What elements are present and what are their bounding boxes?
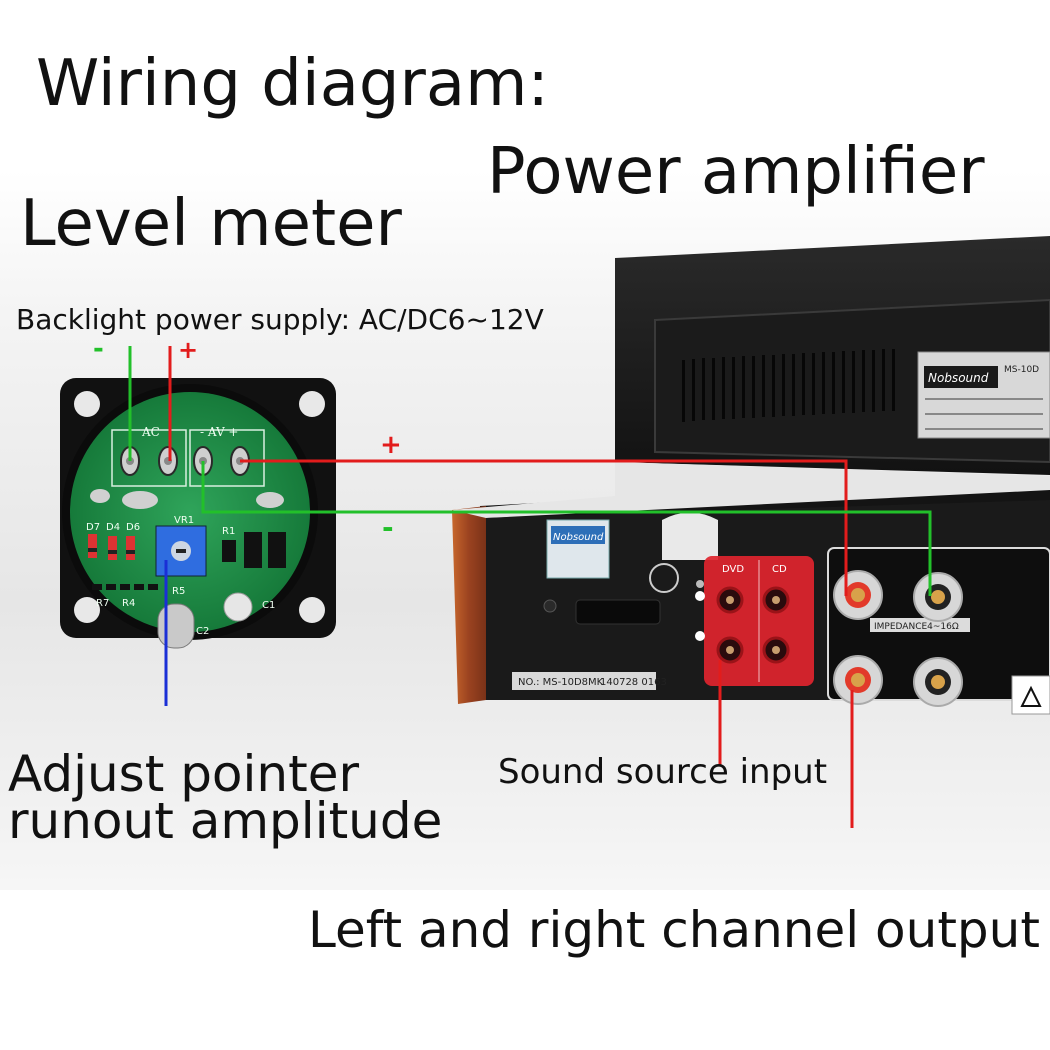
channel-output-label: Left and right channel output <box>308 901 1040 959</box>
svg-text:C1: C1 <box>262 600 275 611</box>
backlight-label: Backlight power supply: AC/DC6~12V <box>16 303 544 336</box>
amplifier-heading: Power amplifier <box>487 135 985 209</box>
svg-text:Nobsound: Nobsound <box>553 532 604 543</box>
svg-text:DVD: DVD <box>722 564 744 575</box>
model-text: MS-10D <box>1004 365 1039 375</box>
svg-text:D6: D6 <box>126 522 140 533</box>
svg-text:R5: R5 <box>172 586 185 597</box>
svg-text:D4: D4 <box>106 522 120 533</box>
signal-plus-sign: + <box>380 430 402 460</box>
backlight-plus-sign: + <box>178 336 199 364</box>
signal-minus-sign: - <box>382 511 394 544</box>
svg-text:R4: R4 <box>122 598 135 609</box>
svg-text:NO.: MS-10D8MK: NO.: MS-10D8MK <box>518 677 604 688</box>
svg-text:VR1: VR1 <box>174 515 194 526</box>
svg-text:R7: R7 <box>96 598 109 609</box>
signal-minus-wire <box>201 461 932 596</box>
signal-plus-wire <box>240 459 848 596</box>
meter-heading: Level meter <box>20 187 402 261</box>
wires <box>128 346 932 828</box>
sound-source-label: Sound source input <box>498 752 828 792</box>
svg-text:R1: R1 <box>222 526 235 537</box>
serial-plate <box>512 672 656 690</box>
brand-text: Nobsound <box>928 371 989 385</box>
svg-text:IMPEDANCE4~16Ω: IMPEDANCE4~16Ω <box>874 622 959 632</box>
ac-label: AC <box>141 425 160 439</box>
power-amplifier: Nobsound MS-10D Nobsound NO.: MS-10D8MK … <box>452 236 1050 715</box>
adjust-label-line1: Adjust pointer <box>8 745 360 803</box>
svg-text:140728 0163: 140728 0163 <box>600 677 667 688</box>
diagram-title: Wiring diagram: <box>36 47 549 121</box>
adjust-label-line2: runout amplitude <box>8 792 443 850</box>
svg-text:C2: C2 <box>196 626 209 637</box>
av-label: - AV + <box>200 425 238 439</box>
svg-text:CD: CD <box>772 564 787 575</box>
backlight-minus-sign: - <box>93 334 104 364</box>
wood-side <box>452 506 486 704</box>
capacitor-c2 <box>157 603 195 649</box>
svg-text:D7: D7 <box>86 522 100 533</box>
